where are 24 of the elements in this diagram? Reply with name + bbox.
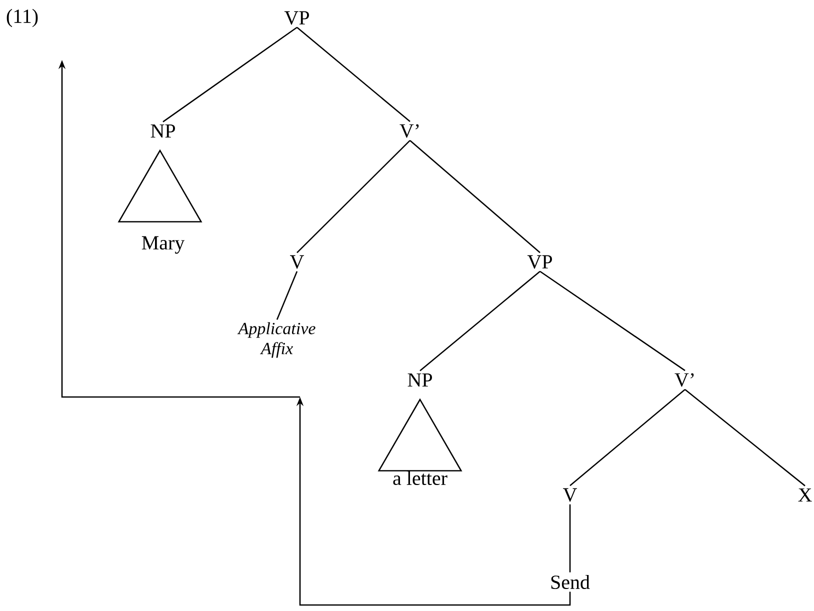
category-label: NP (150, 124, 175, 138)
tree-branch (276, 271, 298, 320)
category-label: VP (527, 255, 552, 269)
word-label: Mary (142, 236, 185, 254)
tree-branch (296, 26, 410, 122)
category-label: NP (408, 373, 432, 387)
word-label: Send (551, 574, 590, 590)
tree-branch (684, 388, 806, 486)
tree-branch (410, 140, 540, 254)
word-label: a letter (393, 470, 448, 486)
tree-branch (296, 140, 410, 254)
category-label: VP (284, 11, 309, 25)
tree-branch (540, 270, 686, 372)
tree-branch (569, 504, 571, 572)
tree-branch (162, 26, 298, 122)
word-label: Applicative Affix (237, 322, 316, 358)
category-label: V’ (674, 373, 694, 387)
category-label: V (290, 255, 304, 269)
word-label: X (798, 488, 812, 502)
tree-branch (570, 388, 686, 486)
category-label: V (563, 488, 577, 502)
category-label: V’ (400, 124, 419, 138)
tree-branch (420, 270, 540, 372)
example-number: (11) (6, 8, 38, 28)
